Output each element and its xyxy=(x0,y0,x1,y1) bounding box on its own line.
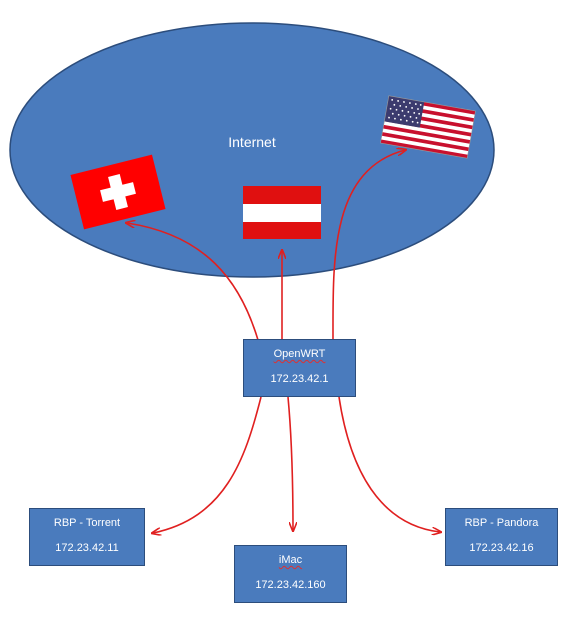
device-name: RBP - Pandora xyxy=(464,517,539,529)
device-ip: 172.23.42.11 xyxy=(55,542,119,554)
router-ip: 172.23.42.1 xyxy=(270,373,329,385)
arrow-to-imac xyxy=(287,396,293,530)
router-name: OpenWRT xyxy=(273,348,326,360)
austria-flag-icon xyxy=(243,186,321,239)
device-imac[interactable]: iMac 172.23.42.160 xyxy=(234,545,347,603)
device-ip: 172.23.42.160 xyxy=(255,579,326,591)
device-name: RBP - Torrent xyxy=(53,517,121,529)
arrow-to-rbp-torrent xyxy=(153,396,262,533)
arrow-to-switzerland xyxy=(127,223,259,341)
usa-flag-icon xyxy=(380,95,476,159)
arrow-to-rbp-pandora xyxy=(338,396,440,532)
arrow-to-usa xyxy=(332,150,405,341)
internet-label: Internet xyxy=(228,134,276,150)
switzerland-flag-icon xyxy=(70,154,166,230)
device-rbp-pandora[interactable]: RBP - Pandora 172.23.42.16 xyxy=(445,508,558,566)
device-ip: 172.23.42.16 xyxy=(469,542,534,554)
device-name: iMac xyxy=(278,554,303,566)
device-rbp-torrent[interactable]: RBP - Torrent 172.23.42.11 xyxy=(29,508,145,566)
router-node[interactable]: OpenWRT 172.23.42.1 xyxy=(243,339,356,397)
